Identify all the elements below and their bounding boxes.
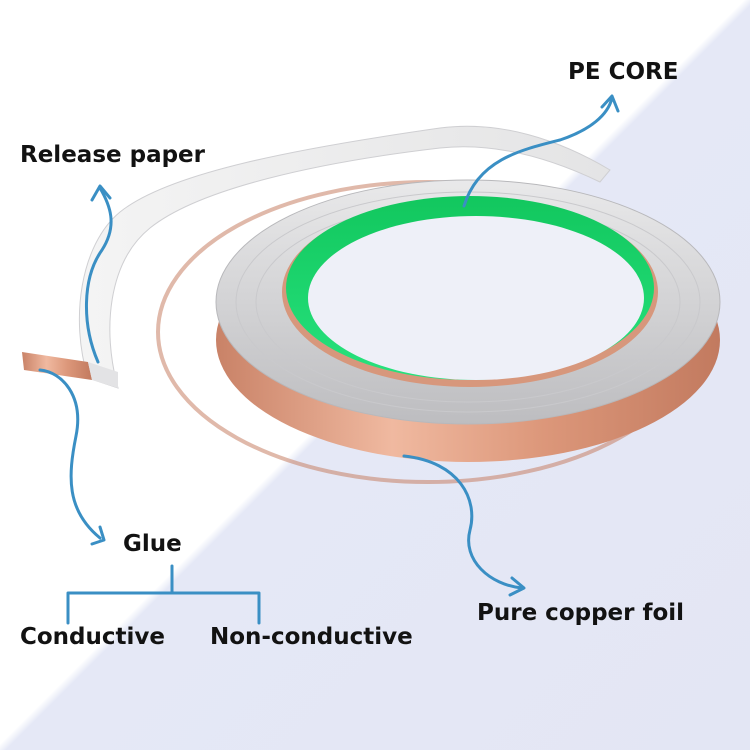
- release-paper-strip: [78, 125, 611, 389]
- pe-core-label: PE CORE: [568, 59, 679, 85]
- copper-foil-arrow: [402, 454, 526, 597]
- non-conductive-label: Non-conductive: [210, 624, 413, 650]
- pointer-arrows: [38, 94, 620, 625]
- glue-arrow: [38, 368, 106, 546]
- pe-core-arrow: [462, 94, 620, 208]
- conductive-label: Conductive: [20, 624, 165, 650]
- glue-label: Glue: [123, 531, 182, 557]
- tape-roll: [215, 179, 721, 462]
- pure-copper-foil-label: Pure copper foil: [477, 600, 685, 626]
- release-paper-arrow: [85, 184, 113, 364]
- glue-branch-connector: [66, 564, 261, 625]
- copper-strip-end: [22, 352, 118, 388]
- release-paper-label: Release paper: [20, 142, 205, 168]
